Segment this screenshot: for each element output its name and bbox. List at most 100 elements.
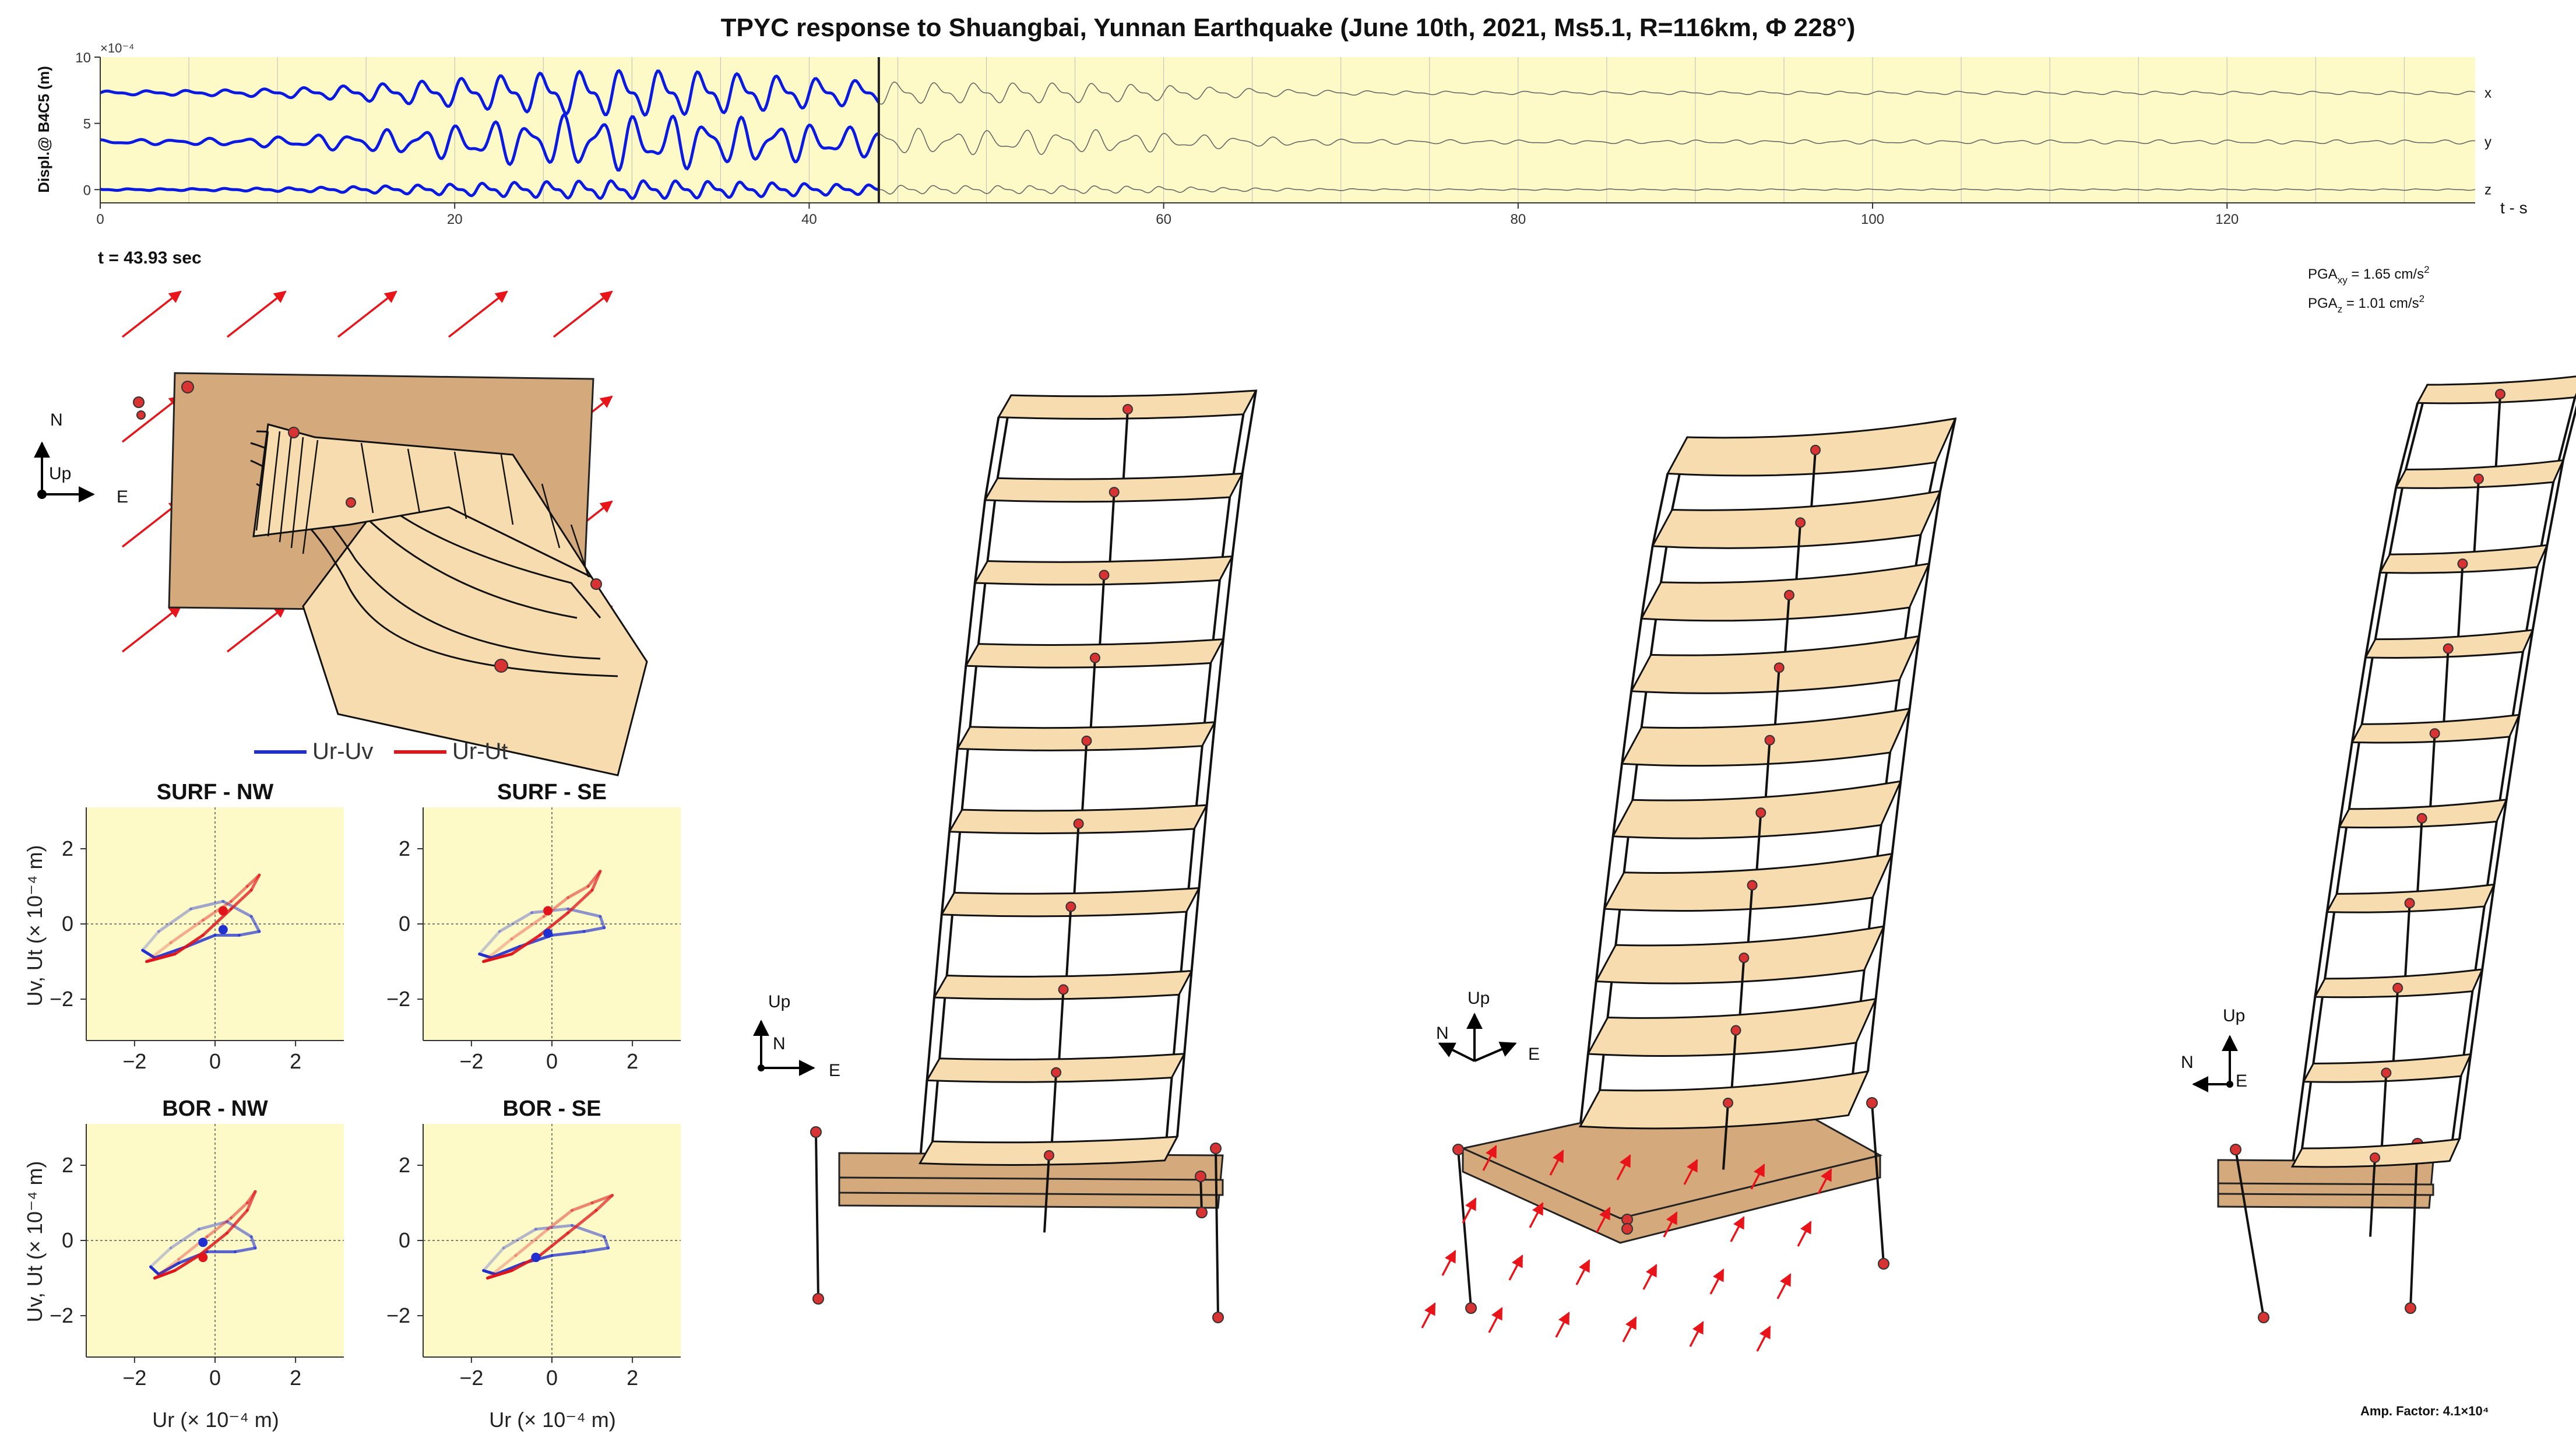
time-history-traces [99, 57, 2476, 203]
view3-north: N [2181, 1053, 2194, 1072]
time-history-axes [100, 57, 2475, 203]
curve-segment-urt [571, 1201, 594, 1212]
core-line [1122, 409, 1129, 487]
trace-future-x [879, 81, 2476, 105]
subplot-x-tick-label: 0 [209, 1366, 221, 1390]
floor-sensor [1773, 662, 1785, 673]
ground-arrow [1709, 1268, 1725, 1295]
subplots-ylabel-bottom: Uv, Ut (× 10⁻⁴ m) [23, 1161, 47, 1323]
curve-segment-urt [566, 884, 590, 899]
building-base-side [838, 1176, 1224, 1196]
curve-segment-urv [185, 933, 217, 948]
subplot-x-tick-label: 2 [627, 1366, 638, 1390]
ground-motion-arrows [1421, 1145, 1832, 1352]
pile [2234, 1149, 2265, 1318]
ground-arrow [1462, 1197, 1477, 1224]
subplot-x-tick-label: 2 [290, 1366, 301, 1390]
floor-sensor [1747, 880, 1758, 891]
curve-segment-urt [486, 1254, 518, 1280]
ground-arrow [1421, 1302, 1436, 1328]
core-line [1738, 957, 1746, 1025]
view3-up: Up [2223, 1006, 2245, 1025]
pile [1457, 1149, 1472, 1309]
curve-segment-urv [482, 1269, 497, 1276]
floor-sensor [2429, 728, 2440, 739]
floor-sensor [1764, 734, 1775, 746]
ground-arrow [1663, 1211, 1678, 1238]
wave-arrow [552, 290, 613, 338]
core-line [1722, 1102, 1729, 1170]
floor-sensor [1073, 818, 1084, 830]
curve-segment-urv [534, 1224, 574, 1231]
building-column [2291, 402, 2419, 1167]
ground-arrow [1441, 1250, 1456, 1276]
building-column [1867, 418, 1956, 1072]
time-x-tick-label: 80 [1510, 212, 1526, 227]
core-line [1783, 595, 1790, 662]
floor-sensor [1755, 807, 1766, 818]
curve-segment-urv [234, 1246, 257, 1253]
view2-up: Up [1468, 989, 1490, 1008]
subplot-title: BOR - SE [503, 1096, 601, 1121]
curve-segment-urv [599, 915, 606, 929]
building-column [2458, 405, 2576, 1140]
time-y-tick-label: 5 [83, 117, 91, 132]
core-line [1773, 667, 1780, 734]
building-column [2448, 397, 2576, 1161]
curve-segment-urt [566, 1208, 598, 1235]
building-view-oblique [1452, 417, 1957, 1314]
curve-segment-urv [149, 1265, 160, 1276]
curve-segment-urt [145, 953, 177, 964]
ground-arrow [1575, 1259, 1590, 1285]
subplot-y-tick-label: 2 [62, 1153, 73, 1177]
curve-segment-urv [237, 930, 261, 937]
time-x-tick-label: 60 [1156, 212, 1171, 227]
ground-arrow [1596, 1207, 1611, 1233]
curve-segment-urv [221, 899, 253, 918]
time-x-tick-label: 40 [801, 212, 817, 227]
subplot-x-tick-label: 0 [546, 1049, 558, 1073]
time-readout: t = 43.93 sec [98, 248, 202, 268]
trace-label-z: z [2484, 182, 2491, 198]
core-line [1098, 575, 1106, 652]
wave-arrow [337, 290, 397, 338]
current-marker-urv [543, 929, 553, 939]
curve-segment-urt [153, 1257, 181, 1280]
core-line [2369, 1157, 2376, 1237]
floor-sensor [2392, 982, 2403, 993]
subplot-title: SURF - SE [497, 780, 607, 804]
curve-segment-urt [245, 1190, 257, 1212]
curve-segment-urt [486, 1269, 513, 1280]
time-x-tick-label: 120 [2215, 212, 2239, 227]
floor-sensor [2495, 389, 2505, 399]
floor-sensor [1810, 445, 1821, 455]
ground-arrow [1689, 1321, 1704, 1347]
core-line [1089, 658, 1096, 736]
subplot-x-tick-label: 0 [546, 1366, 558, 1390]
trace-past-y [100, 113, 879, 172]
pga-z: PGAz = 1.01 cm/s2 [2308, 293, 2424, 315]
ground-arrow [1756, 1326, 1771, 1352]
core-line [2457, 563, 2464, 643]
legend-label-urt: Ur-Ut [452, 739, 508, 764]
ground-arrow [1555, 1312, 1570, 1338]
curve-segment-urv [566, 907, 602, 918]
trace-past-x [99, 69, 880, 117]
building-base-side [2217, 1182, 2434, 1196]
pile-sensor [1866, 1097, 1878, 1109]
curve-segment-urt [205, 1216, 233, 1239]
curve-segment-urt [197, 1231, 229, 1257]
ground-arrow [1508, 1254, 1523, 1281]
pile-sensor [1878, 1258, 1889, 1270]
pile-sensor [1621, 1223, 1633, 1235]
ground-arrow [1730, 1216, 1745, 1242]
building-column [2301, 384, 2429, 1149]
curve-segment-urv [603, 1235, 610, 1250]
subplot-y-tick-label: 0 [62, 912, 73, 936]
floor-sensor [2443, 643, 2454, 654]
subplot-y-tick-label: 2 [399, 1153, 410, 1177]
subplot-y-tick-label: −2 [386, 987, 410, 1011]
curve-segment-urt [201, 899, 233, 922]
